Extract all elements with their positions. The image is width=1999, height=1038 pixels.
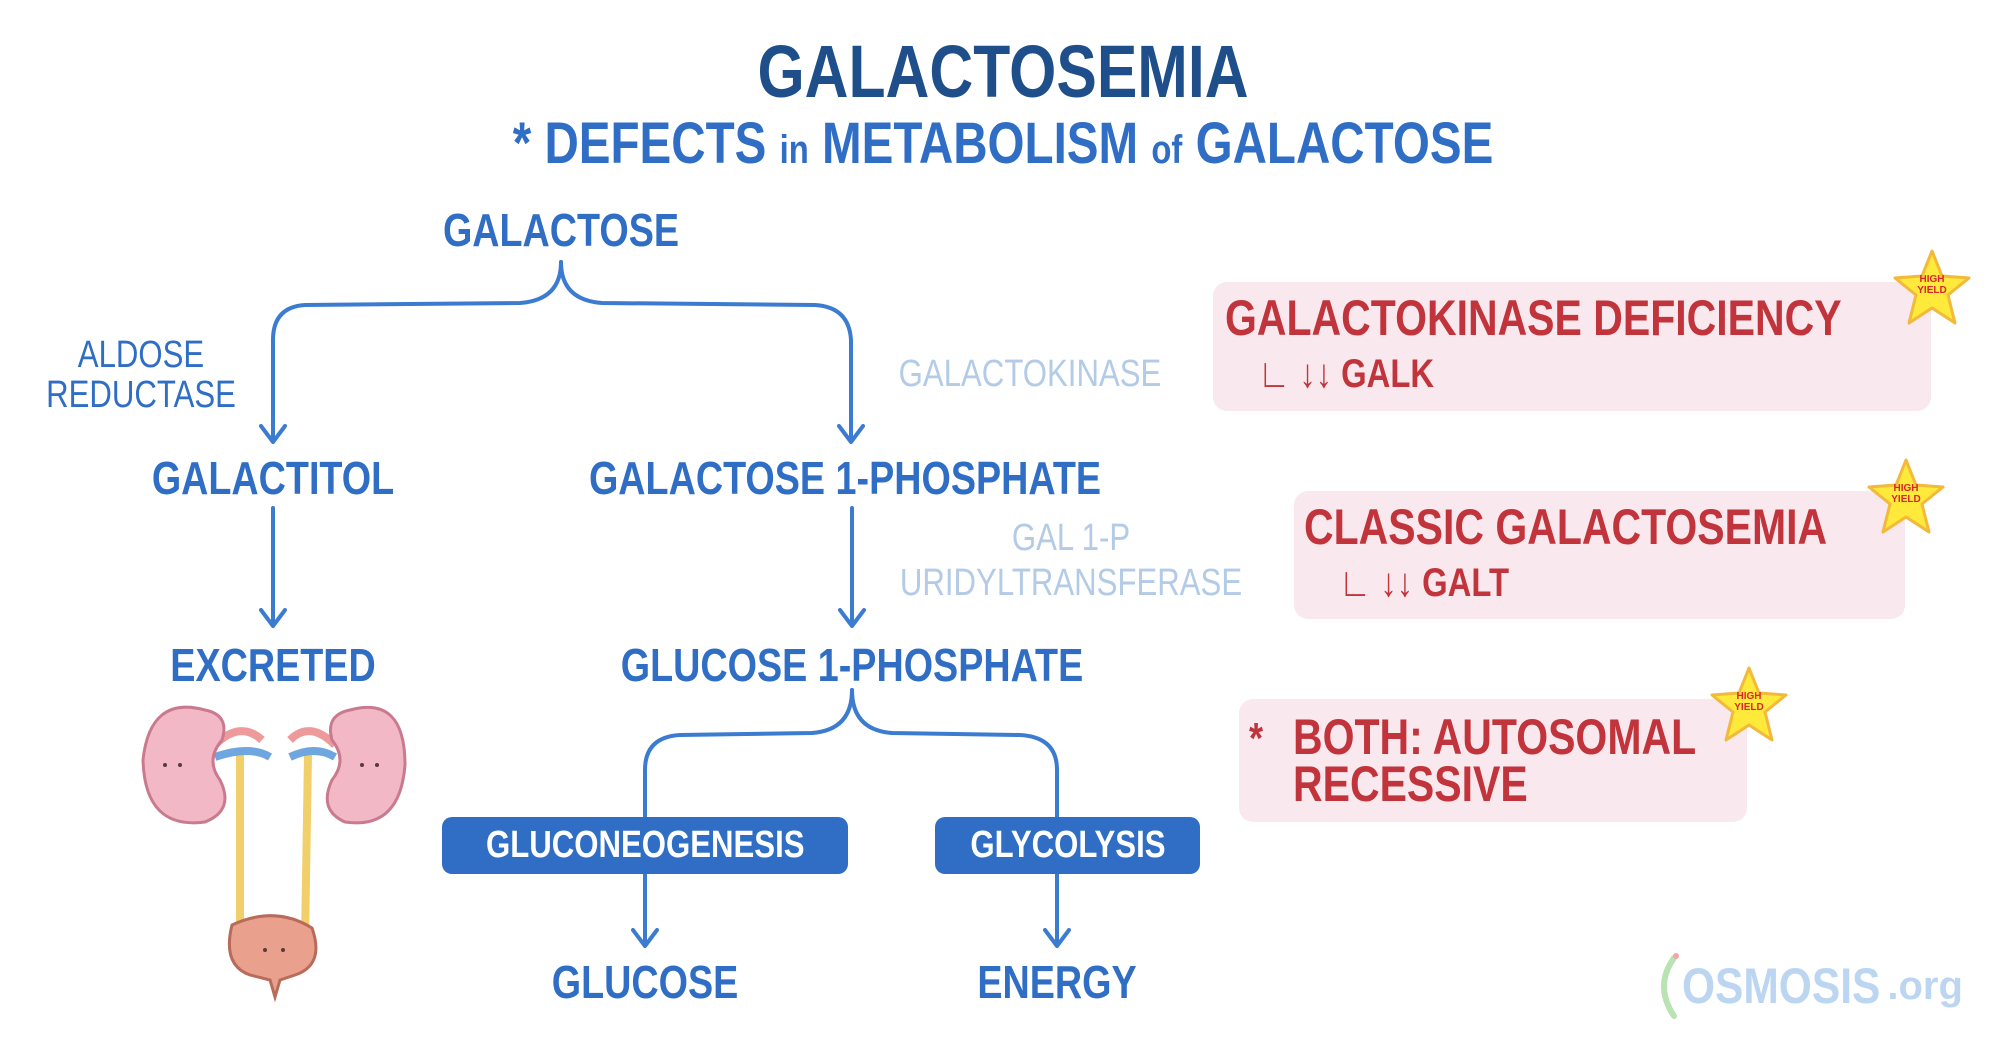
branch-corner-icon: ∟ [1339,561,1372,605]
gal-1p-label: GAL 1-P [1011,517,1131,559]
branch-corner-icon: ∟ [1258,352,1291,396]
kidney-left [141,705,227,825]
callout-title: GALACTOKINASE DEFICIENCY [1225,290,1842,346]
asterisk-icon: * [1249,714,1264,763]
energy-label: ENERGY [977,956,1137,1008]
aldose-reductase-line1: ALDOSE [77,334,205,376]
glycolysis-label: GLYCOLYSIS [969,824,1166,866]
branch-galactose-right [559,260,853,442]
galactitol-label: GALACTITOL [151,452,395,504]
line-gal1p-glc1p [838,506,866,628]
double-down-arrow-icon: ↓↓ [1380,561,1414,605]
bladder [227,914,318,1003]
subtitle-word: in [779,128,809,172]
arrow-to-glucose [631,872,659,948]
arrowhead [259,424,287,444]
aldose-reductase-line2: REDUCTASE [46,374,236,416]
callout-line: RECESSIVE [1293,756,1528,812]
asterisk-icon: * [512,111,532,176]
glucose-1-phosphate-label: GLUCOSE 1-PHOSPHATE [620,639,1084,691]
glucose-label: GLUCOSE [551,956,739,1008]
callout-detail: ∟ ↓↓ GALK [1258,354,1434,394]
page-title: GALACTOSEMIA [757,30,1249,113]
kidney-right [325,705,407,825]
galactose-1-phosphate-label: GALACTOSE 1-PHOSPHATE [588,452,1102,504]
logo-text: OSMOSIS [1682,958,1881,1014]
callout-autosomal-recessive: * BOTH: AUTOSOMAL RECESSIVE [1239,699,1747,822]
subtitle-word: GALACTOSE [1195,111,1494,176]
arrowhead [837,424,865,444]
callout-classic-galactosemia: CLASSIC GALACTOSEMIA ∟ ↓↓ GALT [1294,491,1905,619]
callout-line: BOTH: AUTOSOMAL [1293,709,1697,765]
galactose-label: GALACTOSE [442,204,680,256]
branch-glc1p-right [850,688,1059,819]
callout-title: CLASSIC GALACTOSEMIA [1304,499,1828,555]
subtitle-word: of [1151,128,1183,172]
osmosis-logo[interactable]: OSMOSIS .org [1652,950,1963,1022]
subtitle-word: METABOLISM [821,111,1139,176]
subtitle: * DEFECTS in METABOLISM of GALACTOSE [513,115,1494,173]
arrow-to-energy [1043,872,1071,948]
logo-suffix: .org [1887,963,1963,1008]
line-galactitol-excreted [259,506,287,628]
gene-name: GALK [1341,352,1435,396]
callout-galactokinase-deficiency: GALACTOKINASE DEFICIENCY ∟ ↓↓ GALK [1213,282,1931,411]
double-down-arrow-icon: ↓↓ [1299,352,1333,396]
excreted-label: EXCRETED [170,639,376,691]
subtitle-word: DEFECTS [544,111,767,176]
uridyltransferase-label: URIDYLTRANSFERASE [899,562,1243,604]
gluconeogenesis-box: GLUCONEOGENESIS [442,817,848,874]
glycolysis-box: GLYCOLYSIS [935,817,1200,874]
logo-arc-icon [1661,953,1679,1019]
branch-galactose [271,260,563,442]
galactokinase-label: GALACTOKINASE [898,353,1162,395]
callout-detail: ∟ ↓↓ GALT [1339,563,1509,603]
branch-glc1p [643,688,854,819]
gluconeogenesis-label: GLUCONEOGENESIS [485,824,805,866]
gene-name: GALT [1422,561,1510,605]
